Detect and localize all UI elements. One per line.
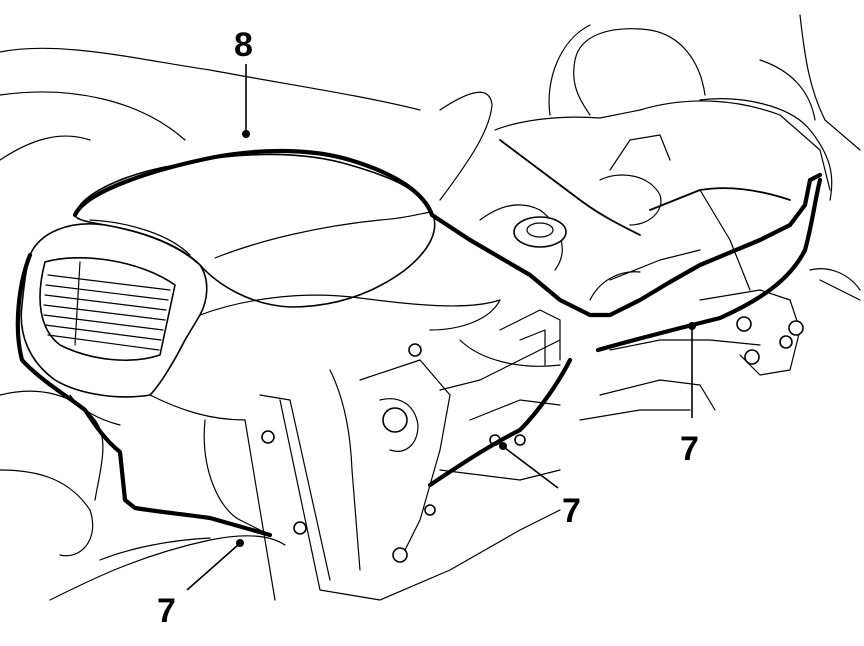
console-body bbox=[439, 14, 861, 481]
callout-number-7-rear: 7 bbox=[680, 430, 699, 468]
armrest-lid bbox=[72, 148, 473, 308]
callout-clip-mid: 7 bbox=[499, 442, 581, 530]
console-cover-outline bbox=[15, 172, 823, 538]
callout-number-7-front: 7 bbox=[157, 592, 176, 630]
callout-number-8: 8 bbox=[234, 26, 253, 64]
callout-number-7-mid: 7 bbox=[562, 492, 581, 530]
seat-outline bbox=[0, 47, 493, 601]
callout-clip-rear: 7 bbox=[680, 322, 699, 468]
callout-armrest: 8 bbox=[234, 26, 253, 138]
console-lower-body bbox=[203, 299, 561, 601]
rear-vent-panel bbox=[20, 223, 501, 426]
callout-clip-front: 7 bbox=[157, 539, 244, 630]
